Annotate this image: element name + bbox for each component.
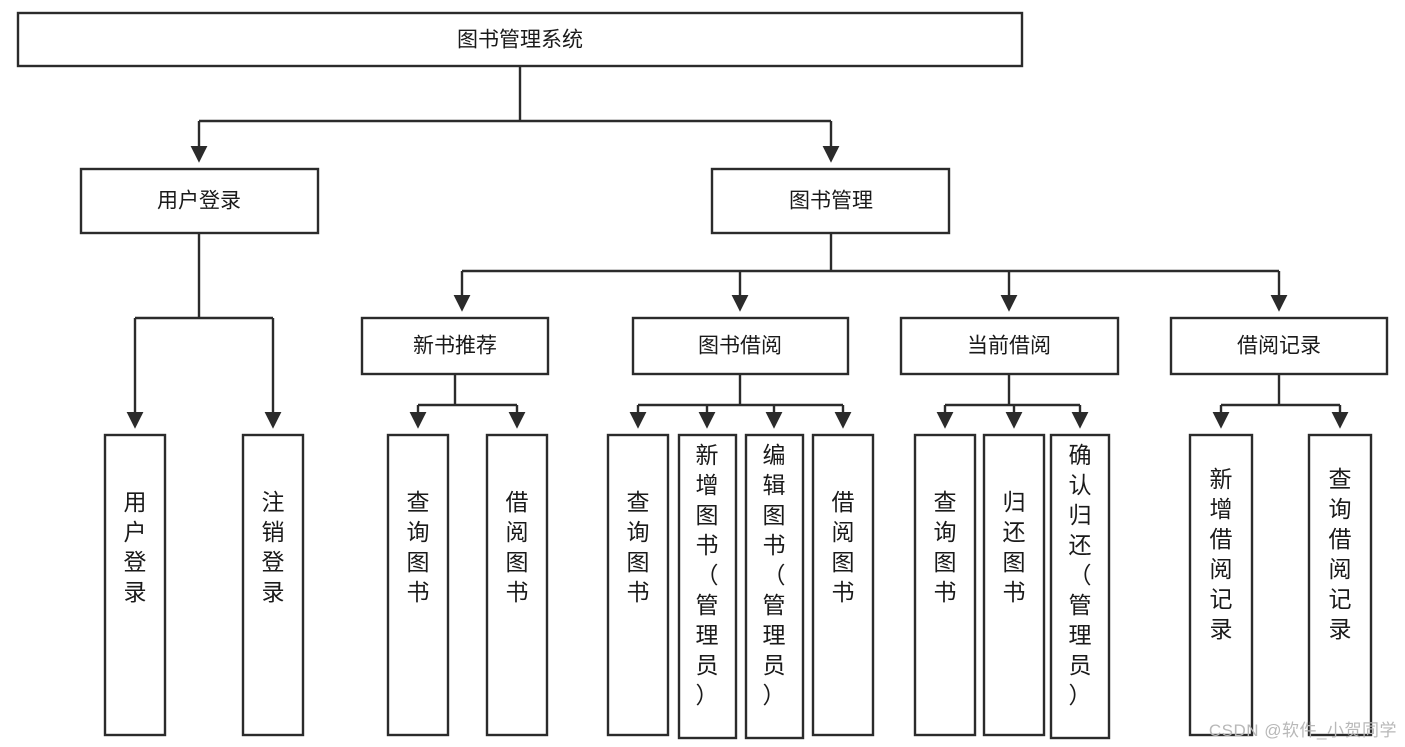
leaf-confirm-return-admin[interactable]: 确认归还（管理员） (1049, 433, 1111, 740)
leaf-query-book-cb-label: 查询图书 (934, 489, 957, 605)
leaf-add-borrow-record[interactable]: 新增借阅记录 (1188, 433, 1254, 737)
csdn-watermark: CSDN @软件_小贺同学 (1208, 721, 1397, 740)
leaf-user-login-label: 用户登录 (124, 489, 147, 605)
node-new-book-recommend[interactable]: 新书推荐 (360, 316, 550, 376)
leaf-return-book-label: 归还图书 (1003, 489, 1026, 605)
node-borrow-record-label: 借阅记录 (1237, 335, 1321, 358)
leaf-edit-book-admin-label: 编辑图书（管理员） (763, 442, 786, 708)
leaf-confirm-return-admin-label: 确认归还（管理员） (1069, 442, 1092, 708)
leaf-query-borrow-record-box[interactable] (1307, 433, 1373, 737)
leaf-query-book-nbr[interactable]: 查询图书 (386, 433, 450, 737)
leaf-query-book-nbr-box[interactable] (386, 433, 450, 737)
leaf-add-book-admin-box[interactable] (677, 433, 738, 740)
leaf-query-book-bb-label: 查询图书 (627, 489, 650, 605)
node-current-borrow[interactable]: 当前借阅 (899, 316, 1120, 376)
node-current-borrow-box[interactable] (899, 316, 1120, 376)
edge-group-root (190, 66, 840, 163)
node-borrow-record-box[interactable] (1169, 316, 1389, 376)
node-book-management[interactable]: 图书管理 (710, 167, 951, 235)
leaf-logout[interactable]: 注销登录 (241, 433, 305, 737)
node-new-book-recommend-box[interactable] (360, 316, 550, 376)
node-user-login-box[interactable] (79, 167, 320, 235)
edge-group-new-book-rec (409, 374, 526, 429)
node-book-borrow-box[interactable] (631, 316, 850, 376)
node-book-management-box[interactable] (710, 167, 951, 235)
node-root[interactable]: 图书管理系统 (16, 11, 1024, 68)
leaf-add-borrow-record-box[interactable] (1188, 433, 1254, 737)
leaf-borrow-book-bb[interactable]: 借阅图书 (811, 433, 875, 737)
leaf-query-borrow-record-label: 查询借阅记录 (1329, 466, 1352, 642)
leaf-logout-box[interactable] (241, 433, 305, 737)
leaf-edit-book-admin-box[interactable] (744, 433, 805, 740)
leaf-user-login-box[interactable] (103, 433, 167, 737)
node-new-book-recommend-label: 新书推荐 (413, 335, 497, 358)
leaf-query-borrow-record[interactable]: 查询借阅记录 (1307, 433, 1373, 737)
leaf-query-book-cb-box[interactable] (913, 433, 977, 737)
edge-group-book-borrow (629, 374, 852, 429)
leaf-borrow-book-bb-box[interactable] (811, 433, 875, 737)
leaf-borrow-book-nbr-box[interactable] (485, 433, 549, 737)
node-user-login-label: 用户登录 (157, 190, 241, 213)
leaf-borrow-book-bb-label: 借阅图书 (832, 489, 855, 605)
node-book-borrow[interactable]: 图书借阅 (631, 316, 850, 376)
node-user-login[interactable]: 用户登录 (79, 167, 320, 235)
leaf-logout-label: 注销登录 (262, 489, 285, 605)
edge-group-current-borrow (936, 374, 1089, 429)
node-root-label: 图书管理系统 (457, 29, 583, 52)
node-borrow-record[interactable]: 借阅记录 (1169, 316, 1389, 376)
leaf-confirm-return-admin-box[interactable] (1049, 433, 1111, 740)
node-current-borrow-label: 当前借阅 (967, 335, 1051, 358)
leaf-edit-book-admin[interactable]: 编辑图书（管理员） (744, 433, 805, 740)
edge-group-book-mgmt (453, 233, 1288, 312)
leaf-add-borrow-record-label: 新增借阅记录 (1210, 466, 1233, 642)
leaf-query-book-bb-box[interactable] (606, 433, 670, 737)
node-book-management-label: 图书管理 (789, 190, 873, 213)
edge-group-borrow-record (1212, 374, 1349, 429)
leaf-query-book-nbr-label: 查询图书 (407, 489, 430, 605)
node-root-box[interactable] (16, 11, 1024, 68)
edge-group-user-login (126, 233, 282, 429)
node-book-borrow-label: 图书借阅 (698, 335, 782, 358)
leaf-borrow-book-nbr[interactable]: 借阅图书 (485, 433, 549, 737)
leaf-borrow-book-nbr-label: 借阅图书 (506, 489, 529, 605)
leaf-return-book[interactable]: 归还图书 (982, 433, 1046, 737)
leaf-add-book-admin-label: 新增图书（管理员） (696, 442, 719, 708)
leaf-query-book-bb[interactable]: 查询图书 (606, 433, 670, 737)
leaf-query-book-cb[interactable]: 查询图书 (913, 433, 977, 737)
leaf-return-book-box[interactable] (982, 433, 1046, 737)
leaf-add-book-admin[interactable]: 新增图书（管理员） (677, 433, 738, 740)
leaf-user-login[interactable]: 用户登录 (103, 433, 167, 737)
